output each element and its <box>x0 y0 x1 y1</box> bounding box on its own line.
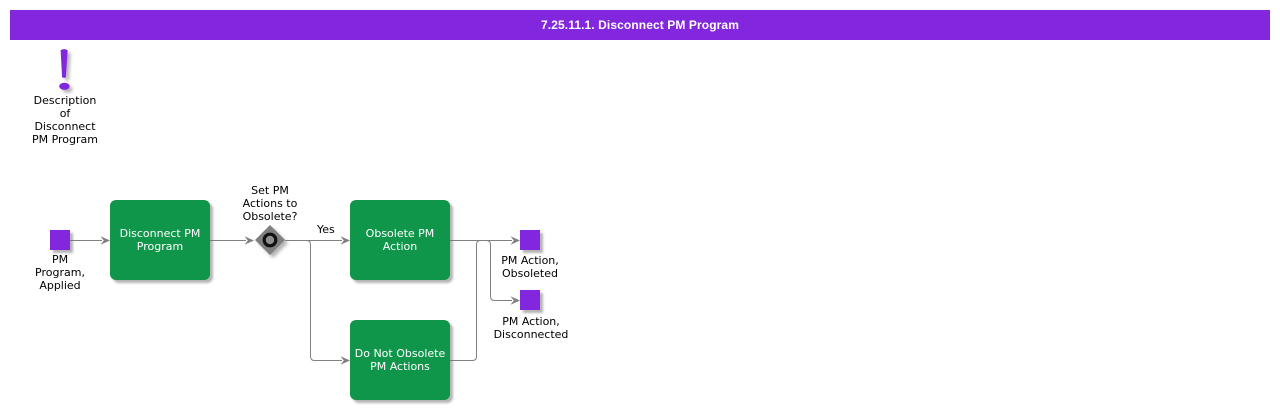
arrowhead-end1 <box>510 236 520 245</box>
end-event-obsoleted-label: PM Action, Obsoleted <box>501 253 559 280</box>
arrowhead-task3 <box>340 356 350 365</box>
task-obsolete-pm-action[interactable]: Obsolete PM Action <box>350 200 450 280</box>
note-label: Description of Disconnect PM Program <box>31 94 99 146</box>
arrowhead-end2 <box>510 296 520 305</box>
task-do-not-obsolete-pm-actions-label: Do Not Obsolete PM Actions <box>354 347 446 373</box>
task-obsolete-pm-action-label: Obsolete PM Action <box>365 227 435 253</box>
gateway-question-label: Set PM Actions to Obsolete? <box>242 184 298 223</box>
start-event-pm-program-applied[interactable] <box>50 230 70 250</box>
title-banner: 7.25.11.1. Disconnect PM Program <box>10 10 1270 40</box>
gateway-set-pm-actions-obsolete[interactable] <box>250 220 291 261</box>
task-disconnect-pm-program[interactable]: Disconnect PM Program <box>110 200 210 280</box>
start-event-label: PM Program, Applied <box>35 253 85 292</box>
end-event-pm-action-disconnected[interactable] <box>520 290 540 310</box>
exclamation-icon[interactable] <box>50 45 80 95</box>
exclamation-bar <box>60 49 68 78</box>
task-do-not-obsolete-pm-actions[interactable]: Do Not Obsolete PM Actions <box>350 320 450 400</box>
connector-gateway-to-task3 <box>300 240 342 361</box>
arrowhead-task1 <box>100 236 110 245</box>
arrowhead-task2 <box>340 236 350 245</box>
connector-task3-merge <box>450 240 484 361</box>
arrowhead-gateway <box>244 236 254 245</box>
page-title: 7.25.11.1. Disconnect PM Program <box>541 18 739 32</box>
end-event-disconnected-label: PM Action, Disconnected <box>493 314 569 341</box>
yes-branch-label: Yes <box>317 222 335 236</box>
connector-merge-to-end2 <box>485 240 512 301</box>
end-event-pm-action-obsoleted[interactable] <box>520 230 540 250</box>
gateway-inclusive-circle-icon <box>262 232 278 248</box>
exclamation-dot <box>59 82 70 90</box>
task-disconnect-pm-program-label: Disconnect PM Program <box>119 227 201 253</box>
